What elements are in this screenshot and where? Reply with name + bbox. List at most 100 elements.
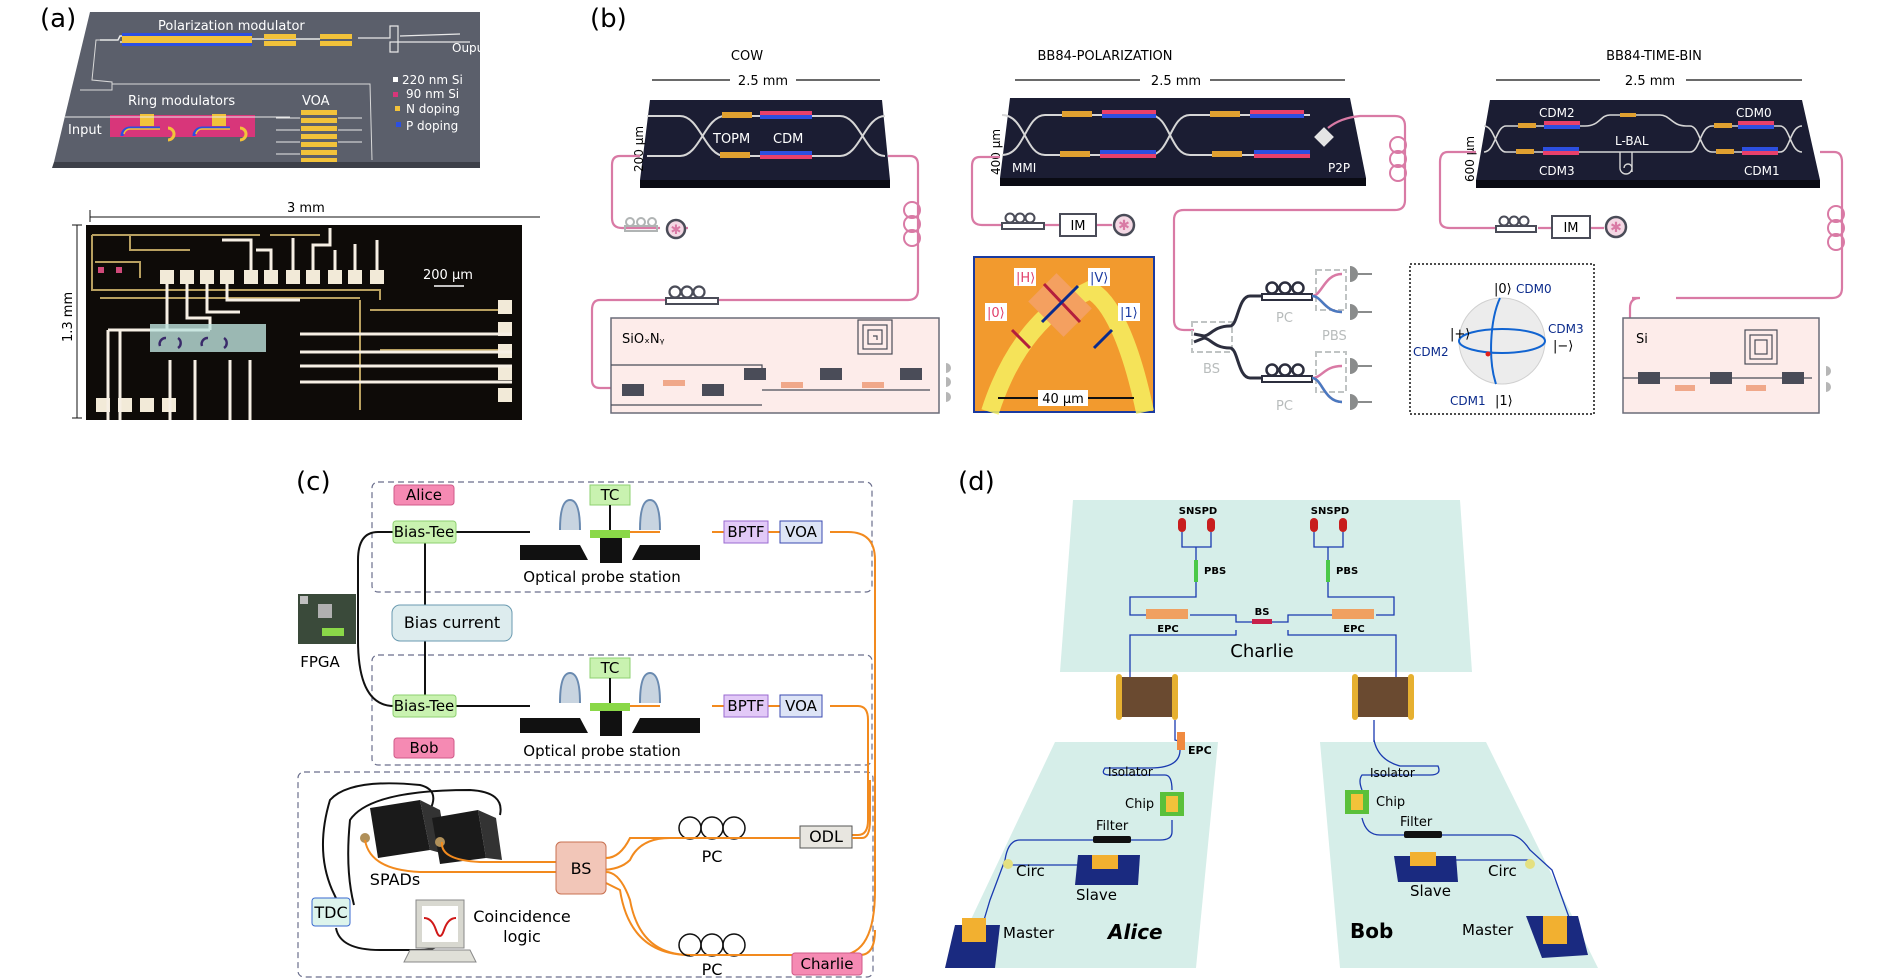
charlie-board-title: Charlie <box>1230 641 1293 662</box>
bb84-polarization-setup: BB84-POLARIZATION 2.5 mm MMI P2P 400 µm <box>970 49 1407 415</box>
alice-voa <box>779 520 823 544</box>
cow-chip <box>640 100 890 180</box>
epc-left <box>1146 609 1188 619</box>
svg-text:✱: ✱ <box>671 222 682 237</box>
voa-array <box>276 110 362 162</box>
detector-icons <box>946 363 951 402</box>
alice-label-box <box>393 484 455 506</box>
chip-micrograph <box>86 225 522 420</box>
ring-modulator-region <box>110 115 255 137</box>
alice-isolator-label: Isolator <box>1108 765 1153 779</box>
epc-right-label: EPC <box>1343 624 1365 635</box>
alice-bptf <box>723 520 769 544</box>
panel-d: (d) SNSPD SNSPD PBS PBS EPC EPC BS Charl… <box>945 467 1598 968</box>
alice-fiber <box>974 749 1181 951</box>
bb84-timebin-setup: BB84-TIME-BIN 2.5 mm CDM2 CDM3 L-BAL CDM… <box>1409 49 1845 415</box>
coincidence-label-1: Coincidence <box>473 907 571 926</box>
panel-c: (c) Alice Bias-Tee TC Optical probe stat… <box>296 467 876 978</box>
bb84-pol-im-label: IM <box>1070 219 1085 234</box>
label-ring-modulators: Ring modulators <box>128 94 235 109</box>
fiber-loop-icon <box>1827 205 1845 251</box>
alice-bias-tee-label: Bias-Tee <box>394 523 455 541</box>
state-0: |0⟩ <box>987 306 1005 321</box>
bb84-tb-cdm3-label: CDM3 <box>1539 164 1575 178</box>
receiver-bs-label: BS <box>1203 362 1220 377</box>
bob-bptf <box>723 694 769 718</box>
p-doping-strip <box>122 33 252 36</box>
legend-n-doping: N doping <box>406 102 460 116</box>
bob-bias-tee <box>392 694 457 718</box>
bb84-tb-im-label: IM <box>1563 221 1578 236</box>
bob-filter <box>1404 831 1442 838</box>
bb84-tb-width: 600 µm <box>1463 136 1477 182</box>
n-doping-strip <box>122 36 252 43</box>
bob-fiber <box>1359 739 1571 921</box>
alice-board-title: Alice <box>1106 920 1163 944</box>
panel-c-letter: (c) <box>296 467 331 497</box>
bloch-left-cdm: CDM2 <box>1413 345 1449 359</box>
bb84-tb-fiber <box>1438 150 1844 392</box>
fiber-loop-icon <box>903 201 921 247</box>
state-v: |V⟩ <box>1090 271 1108 286</box>
bob-filter-label: Filter <box>1400 815 1433 830</box>
pbs-right-label: PBS <box>1336 566 1358 577</box>
legend-220nm: 220 nm Si <box>402 73 463 87</box>
label-input: Input <box>68 123 102 138</box>
tdc-cables <box>321 782 502 906</box>
bb84-pol-fiber <box>1172 114 1407 332</box>
snspd-detectors <box>1178 518 1347 532</box>
bb84-tb-lbal-label: L-BAL <box>1615 134 1649 148</box>
tdc-box <box>311 897 351 927</box>
bob-region <box>371 654 873 766</box>
fiber-loop-icon <box>1389 136 1407 182</box>
bloch-bottom-state: |1⟩ <box>1495 394 1513 409</box>
charlie-bs <box>1252 619 1272 624</box>
alice-probe-station-label: Optical probe station <box>523 568 680 586</box>
alice-slave-laser <box>1075 855 1140 885</box>
cow-cdm-label: CDM <box>773 132 803 147</box>
bob-bptf-label: BPTF <box>727 697 764 715</box>
cow-width: 200 µm <box>632 126 646 172</box>
alice-tc-label: TC <box>600 486 620 504</box>
legend-p-doping: P doping <box>406 119 458 133</box>
delay-spiral <box>1744 329 1778 365</box>
pbs-left-label: PBS <box>1204 566 1226 577</box>
bb84-tb-title: BB84-TIME-BIN <box>1606 49 1702 64</box>
panel-a-letter: (a) <box>40 4 76 34</box>
charlie-bs-label: BS <box>571 859 592 878</box>
electrical-wires <box>357 531 530 707</box>
spads-label: SPADs <box>370 870 420 889</box>
snspd-left-label: SNSPD <box>1179 506 1217 517</box>
delay-spiral <box>857 319 893 355</box>
coincidence-computer-icon <box>403 899 477 963</box>
intensity-modulator <box>1551 215 1591 239</box>
alice-bias-tee <box>392 520 457 544</box>
panel-a: (a) Polarization modulator Ouput Ring mo… <box>40 4 540 420</box>
polarization-controller-icon <box>1001 212 1045 230</box>
alice-probe-station-icon <box>520 498 700 563</box>
fiber-spool-left <box>1116 674 1178 720</box>
alice-filter <box>1093 836 1131 843</box>
alice-epc <box>1177 732 1185 750</box>
cow-length: 2.5 mm <box>738 74 788 89</box>
receiver-pbs-label: PBS <box>1322 329 1347 344</box>
snspd-right-label: SNSPD <box>1311 506 1349 517</box>
bob-label: Bob <box>410 739 439 757</box>
fpga-label: FPGA <box>300 653 340 671</box>
charlie-bs-label-d: BS <box>1255 607 1270 618</box>
label-polarization-modulator: Polarization modulator <box>158 19 305 34</box>
bb84-tb-receiver-material: Si <box>1636 332 1648 347</box>
cow-receiver-material: SiOₓNᵧ <box>622 332 665 347</box>
label-voa: VOA <box>302 94 330 109</box>
pc-top-icon <box>670 816 760 840</box>
laser-source-icon: ✱ <box>1604 215 1628 239</box>
bias-current-box <box>391 604 513 642</box>
bond-pads <box>96 270 512 412</box>
bloch-right-cdm: CDM3 <box>1548 322 1584 336</box>
pc-bottom-icon <box>678 933 746 957</box>
polarization-controller-icon <box>665 285 719 305</box>
alice-circ-label: Circ <box>1016 862 1045 880</box>
receiver-pc-top-label: PC <box>1276 311 1293 326</box>
svg-text:✱: ✱ <box>1118 217 1130 233</box>
